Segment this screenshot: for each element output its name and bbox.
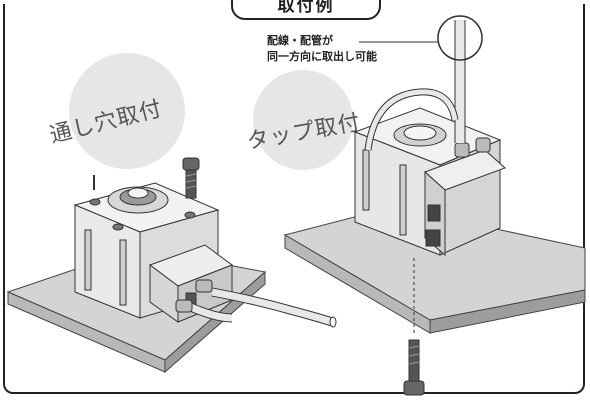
- title-tab: 取付例: [231, 0, 381, 20]
- right-tubes: [364, 20, 466, 151]
- right-cylinder-unit: [353, 107, 506, 257]
- callout-marker: [359, 15, 483, 61]
- callout-line-2: 同一方向に取出し可能: [267, 50, 377, 63]
- callout-text: 配線・配管が 同一方向に取出し可能: [267, 33, 377, 65]
- left-bolt: [93, 157, 200, 199]
- through-hole-circle: [69, 53, 185, 169]
- callout-line-1: 配線・配管が: [267, 34, 333, 47]
- frame-border: 取付例: [3, 0, 585, 394]
- right-base-plate: [283, 206, 586, 334]
- tapped-circle: [253, 70, 353, 170]
- page-title: 取付例: [277, 0, 335, 16]
- left-cylinder-unit: [73, 182, 234, 323]
- left-fittings: [175, 279, 337, 328]
- right-bolt: [403, 258, 425, 396]
